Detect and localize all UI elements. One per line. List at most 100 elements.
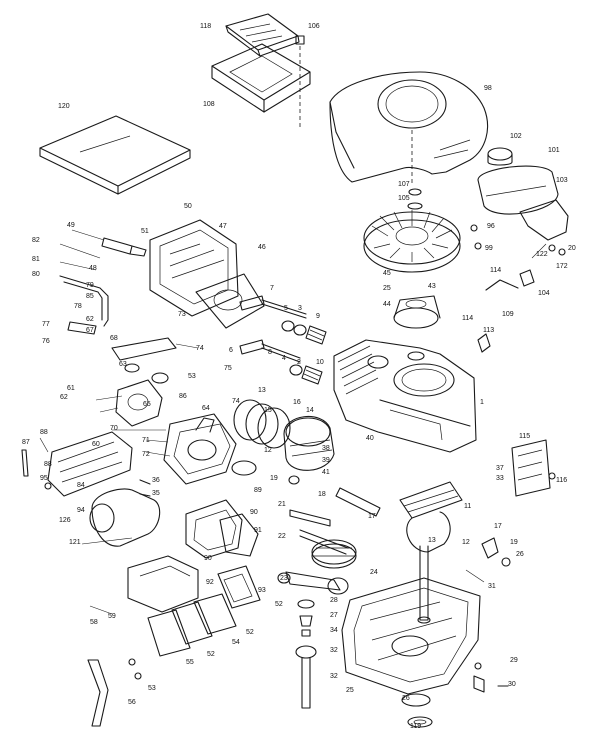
part-label-l62b: 62 [60, 394, 68, 401]
part-label-l6: 6 [229, 347, 233, 354]
part-label-l19b: 19 [510, 539, 518, 546]
part-label-l75: 75 [224, 365, 232, 372]
part-label-l98: 98 [484, 85, 492, 92]
part-label-l101: 101 [548, 147, 560, 154]
part-label-l108: 108 [203, 101, 215, 108]
valve-train [239, 295, 327, 385]
part-label-l60: 60 [92, 441, 100, 448]
part-label-l71: 71 [142, 437, 150, 444]
part-label-l94: 94 [77, 507, 85, 514]
carburetor-assembly [95, 337, 257, 485]
part-label-l104: 104 [538, 290, 550, 297]
part-label-l48: 48 [89, 265, 97, 272]
part-label-l34: 34 [330, 627, 338, 634]
part-label-l21: 21 [278, 501, 286, 508]
part-label-l76: 76 [42, 338, 50, 345]
crankcase-sump [341, 577, 485, 728]
cylinder-head [149, 219, 265, 329]
part-label-l88b: 88 [44, 461, 52, 468]
part-label-l78: 78 [74, 303, 82, 310]
fuel-tank [477, 147, 569, 241]
part-label-l22: 22 [278, 533, 286, 540]
part-label-l82: 82 [32, 237, 40, 244]
spark-plug [59, 229, 147, 271]
part-label-l26b: 26 [402, 695, 410, 702]
part-label-l61: 61 [67, 385, 75, 392]
part-label-l5: 5 [284, 305, 288, 312]
part-label-l7: 7 [270, 285, 274, 292]
part-label-l49: 49 [67, 222, 75, 229]
misc-fasteners [470, 224, 566, 353]
oil-fill-parts [295, 599, 317, 709]
part-label-l36: 36 [152, 477, 160, 484]
part-label-l45: 45 [383, 270, 391, 277]
part-label-l11: 11 [464, 503, 471, 510]
part-label-l43: 43 [428, 283, 436, 290]
part-label-l63: 63 [119, 361, 127, 368]
part-label-l24: 24 [370, 569, 378, 576]
part-label-l53b: 53 [148, 685, 156, 692]
part-label-l37: 37 [496, 465, 504, 472]
part-label-l91: 91 [254, 527, 262, 534]
side-cover [511, 439, 556, 497]
part-label-l29: 29 [510, 657, 518, 664]
part-label-l15: 15 [264, 407, 272, 414]
cylinder-block [333, 339, 477, 453]
part-label-l86: 86 [179, 393, 187, 400]
part-label-l52b: 52 [246, 629, 254, 636]
part-label-l89: 89 [254, 487, 262, 494]
part-label-l26: 26 [516, 551, 524, 558]
part-label-l74b: 74 [232, 398, 240, 405]
part-label-l41: 41 [322, 469, 330, 476]
part-label-l33: 33 [496, 475, 504, 482]
part-label-l31: 31 [488, 583, 496, 590]
part-label-l90b: 90 [204, 555, 212, 562]
part-label-l121: 121 [69, 539, 81, 546]
part-label-l95: 95 [40, 475, 48, 482]
part-label-l18: 18 [318, 491, 326, 498]
connecting-rod [277, 487, 381, 595]
part-label-l50: 50 [184, 203, 192, 210]
part-label-l58: 58 [90, 619, 98, 626]
part-label-l105: 105 [398, 195, 410, 202]
part-label-l12: 12 [264, 447, 272, 454]
part-label-l62: 62 [86, 316, 94, 323]
part-label-l12b: 12 [462, 539, 470, 546]
part-label-l19: 19 [270, 475, 278, 482]
part-label-l115: 115 [519, 433, 530, 440]
part-label-l72: 72 [142, 451, 150, 458]
part-label-l32b: 32 [330, 673, 338, 680]
crankshaft [399, 481, 463, 624]
part-label-l106: 106 [308, 23, 320, 30]
breather-tube [59, 275, 109, 335]
part-label-l90: 90 [250, 509, 258, 516]
part-label-l14: 14 [306, 407, 314, 414]
part-label-l73: 73 [178, 311, 186, 318]
muffler-guard [21, 431, 133, 497]
part-label-l80: 80 [32, 271, 40, 278]
part-label-l120: 120 [58, 103, 70, 110]
part-label-l68: 68 [110, 335, 118, 342]
part-label-l109: 109 [502, 311, 514, 318]
part-label-l52: 52 [275, 601, 283, 608]
part-label-l65: 65 [143, 401, 151, 408]
part-label-l99: 99 [485, 245, 493, 252]
part-label-l27: 27 [330, 612, 338, 619]
part-label-l4: 4 [282, 355, 286, 362]
part-label-l9: 9 [316, 313, 320, 320]
part-label-l67: 67 [86, 327, 94, 334]
part-label-l122: 122 [536, 251, 548, 258]
camshaft [299, 529, 357, 569]
part-label-l8: 8 [268, 349, 272, 356]
part-label-l20: 20 [568, 245, 576, 252]
part-label-l119: 119 [410, 723, 421, 730]
part-label-l40: 40 [366, 435, 374, 442]
part-label-l25: 25 [383, 285, 391, 292]
lower-screws [139, 479, 509, 687]
part-label-l52c: 52 [207, 651, 215, 658]
part-label-l118: 118 [200, 23, 211, 30]
part-label-l114b: 114 [462, 315, 473, 322]
part-label-l114a: 114 [490, 267, 501, 274]
air-shroud [185, 499, 259, 559]
